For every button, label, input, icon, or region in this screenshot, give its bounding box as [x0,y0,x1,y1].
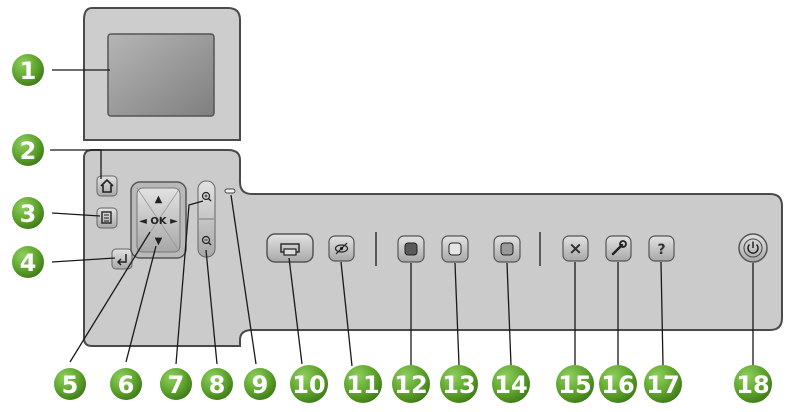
cancel-button[interactable]: × [562,235,589,262]
home-icon [100,178,114,193]
zoom-in-button[interactable] [201,191,212,202]
leader-lines-lower [340,261,754,367]
callout-3: 3 [12,197,44,229]
dpad-right-arrow[interactable]: ► [170,216,178,227]
close-icon: × [568,239,582,259]
leader-lines [50,69,303,365]
control-panel-body [83,149,783,347]
callout-12: 12 [392,365,430,403]
home-button[interactable] [96,175,118,197]
callout-7: 7 [160,368,192,400]
back-arrow-icon [116,254,127,266]
wrench-icon [611,240,627,256]
svg-text:1: 1 [20,57,37,85]
callout-13: 13 [440,365,478,403]
dpad-left-arrow[interactable]: ◄ [139,216,147,227]
display-screen [107,33,215,117]
start-scan-button[interactable] [493,235,521,263]
zoom-out-icon [201,235,212,246]
zoom-rocker [197,180,216,258]
start-copy-color-button[interactable] [441,235,469,263]
power-button[interactable] [738,233,768,263]
back-button[interactable] [111,248,133,270]
svg-text:9: 9 [252,371,269,399]
red-eye-removal-button[interactable] [328,235,355,262]
callout-9: 9 [244,368,276,400]
print-photos-button[interactable] [266,233,314,263]
callout-11: 11 [344,365,382,403]
svg-text:4: 4 [20,249,37,277]
eye-icon [334,242,349,255]
svg-text:3: 3 [20,200,37,228]
menu-button[interactable] [96,207,118,229]
svg-text:12: 12 [394,371,427,399]
svg-text:13: 13 [442,371,475,399]
menu-icon [101,211,112,224]
svg-text:18: 18 [736,371,769,399]
scan-square-icon [500,242,514,256]
dpad-down-arrow[interactable]: ▼ [155,236,163,247]
svg-text:2: 2 [20,137,37,165]
callout-10: 10 [290,365,328,403]
attention-light [224,188,236,194]
svg-text:11: 11 [346,371,379,399]
start-copy-black-button[interactable] [397,235,425,263]
directional-pad[interactable]: ▲ ▼ ◄ ► OK [130,181,187,259]
svg-text:5: 5 [62,371,79,399]
callout-14: 14 [492,365,530,403]
help-icon: ? [657,242,665,258]
callouts: 1 2 3 4 5 6 7 8 9 10 11 12 13 14 15 16 1… [12,54,772,403]
callout-6: 6 [110,368,142,400]
callout-1: 1 [12,54,44,86]
callout-8: 8 [201,368,233,400]
color-square-icon [448,242,462,256]
ok-button[interactable]: OK [150,216,168,227]
callout-15: 15 [556,365,594,403]
svg-text:6: 6 [118,371,135,399]
help-button[interactable]: ? [648,235,675,262]
svg-text:15: 15 [558,371,591,399]
svg-text:17: 17 [646,371,679,399]
callout-16: 16 [599,365,637,403]
display-housing [83,7,241,141]
zoom-in-icon [201,191,212,202]
svg-text:16: 16 [601,371,634,399]
callout-17: 17 [644,365,682,403]
svg-text:8: 8 [209,371,226,399]
callout-5: 5 [54,368,86,400]
printer-icon [280,243,300,256]
svg-text:14: 14 [494,371,527,399]
svg-text:10: 10 [292,371,325,399]
dpad-up-arrow[interactable]: ▲ [155,194,163,205]
callout-18: 18 [734,365,772,403]
power-icon [747,241,759,254]
black-square-icon [404,242,418,256]
callout-2: 2 [12,134,44,166]
setup-button[interactable] [605,235,632,262]
zoom-out-button[interactable] [201,235,212,246]
callout-4: 4 [12,246,44,278]
svg-text:7: 7 [168,371,185,399]
